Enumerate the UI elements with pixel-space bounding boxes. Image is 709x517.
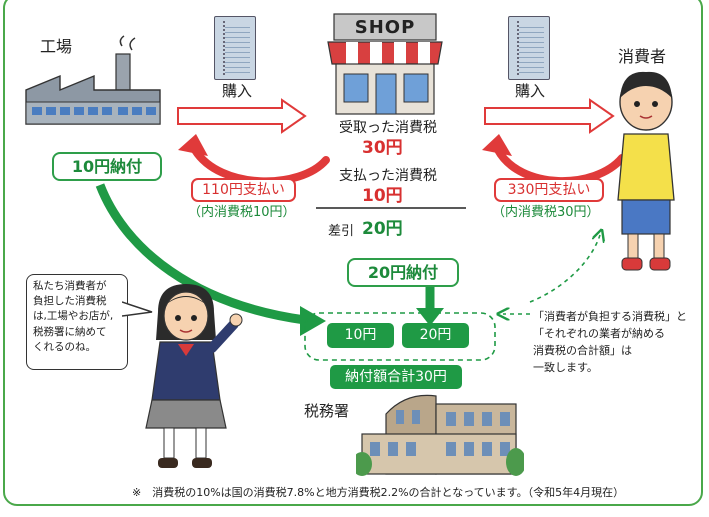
collection-dashed-box <box>304 312 496 361</box>
purchase-arrow-right <box>484 98 615 134</box>
footnote: ※ 消費税の10%は国の消費税7.8%と地方消費税2.2%の合計となっています。… <box>132 486 625 499</box>
notebook-right-icon <box>508 16 550 80</box>
consumer-label: 消費者 <box>618 47 667 66</box>
paid-tax-value: 10円 <box>362 186 403 206</box>
received-tax-value: 30円 <box>362 138 403 158</box>
collection-total: 納付額合計30円 <box>330 365 462 389</box>
tax-office-label: 税務署 <box>304 402 350 420</box>
explanation-line: 消費税の合計額」は <box>533 344 632 358</box>
factory-tax-arrow <box>95 183 306 325</box>
consumer-dashed-arrow <box>529 235 600 303</box>
explanation-note: 「消費者が負担する消費税」と 「それぞれの業者が納める 消費税の合計額」は 一致… <box>533 308 687 376</box>
bubble-tail <box>122 301 153 317</box>
left-tax-note: （内消費税10円） <box>188 205 296 220</box>
purchase-arrow-left <box>177 98 307 134</box>
payment-arrow-left <box>191 146 330 186</box>
payment-arrow-right <box>494 146 626 186</box>
explanation-line: 「それぞれの業者が納める <box>533 327 665 341</box>
purchase-left-label: 購入 <box>222 82 253 100</box>
shop-pay-badge: 20円納付 <box>347 258 459 287</box>
speech-bubble: 私たち消費者が 負担した消費税 は,工場やお店が, 税務署に納めて くれるのね。 <box>26 274 128 370</box>
right-tax-note: （内消費税30円） <box>492 205 600 220</box>
bubble-line: 負担した消費税 <box>33 295 107 308</box>
explanation-line: 一致します。 <box>533 361 598 375</box>
diff-value: 20円 <box>362 219 403 239</box>
bubble-line: 私たち消費者が <box>33 280 107 292</box>
collection-box-10: 10円 <box>327 323 394 348</box>
paid-tax-label: 支払った消費税 <box>339 168 437 184</box>
bubble-line: 税務署に納めて <box>33 325 107 338</box>
bubble-line: は,工場やお店が, <box>33 310 114 323</box>
factory-label: 工場 <box>40 37 73 56</box>
outer-frame <box>3 0 703 506</box>
diff-label: 差引 <box>328 224 355 239</box>
tax-office-icon <box>356 394 524 476</box>
student-icon <box>145 284 243 468</box>
bubble-line: くれるのね。 <box>33 340 96 353</box>
notebook-left-icon <box>214 16 256 80</box>
received-tax-label: 受取った消費税 <box>339 120 437 136</box>
explanation-line: 「消費者が負担する消費税」と <box>533 310 687 323</box>
factory-icon <box>25 35 161 125</box>
collection-box-20: 20円 <box>402 323 469 348</box>
left-payment-badge: 110円支払い <box>191 178 296 202</box>
shop-icon <box>327 13 443 115</box>
shop-sign: SHOP <box>354 17 416 38</box>
right-payment-badge: 330円支払い <box>494 178 604 202</box>
consumer-icon <box>617 71 675 271</box>
purchase-right-label: 購入 <box>515 82 546 100</box>
factory-pay-badge: 10円納付 <box>52 152 162 181</box>
